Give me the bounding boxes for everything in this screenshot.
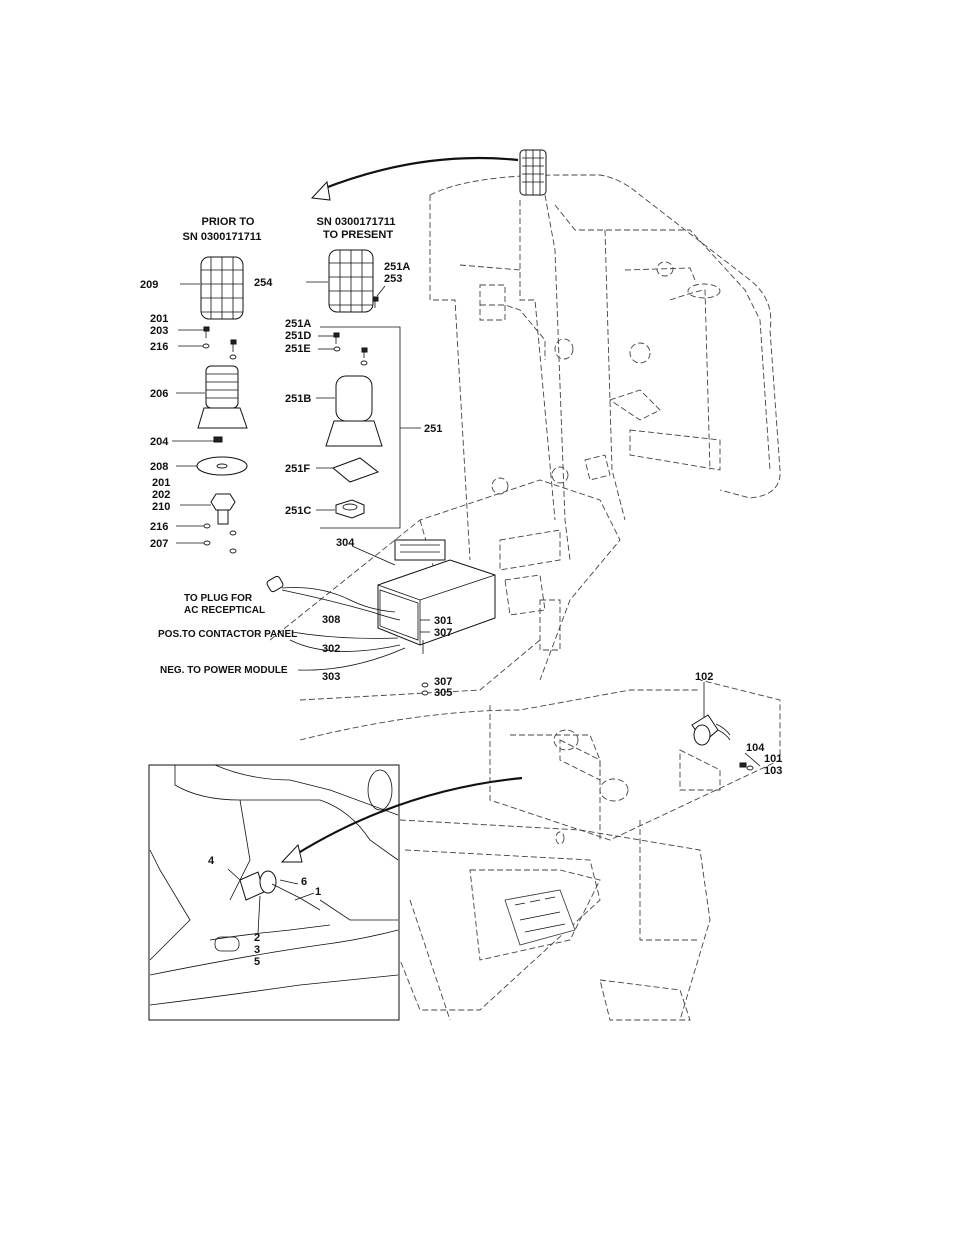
lower-chassis-module	[504, 889, 576, 946]
callout-201-b: 201	[152, 477, 170, 489]
part-251-bracket	[320, 326, 421, 529]
callout-203: 203	[150, 325, 168, 337]
callout-254: 254	[254, 277, 273, 289]
part-210-adapter	[180, 493, 236, 525]
part-304-control-box	[351, 539, 496, 646]
callout-102: 102	[695, 671, 713, 683]
note-pos-contactor: POS.TO CONTACTOR PANEL	[158, 629, 297, 640]
part-307-305-hardware	[421, 682, 429, 696]
note-plug-line2: AC RECEPTICAL	[184, 605, 265, 616]
callout-304: 304	[336, 537, 355, 549]
part-251B-beacon	[316, 375, 383, 447]
callout-3: 3	[254, 944, 260, 956]
callout-307-b: 307	[434, 676, 452, 688]
callout-216-b: 216	[150, 521, 168, 533]
callout-301: 301	[434, 615, 452, 627]
wiring-harness	[266, 575, 430, 671]
callout-207: 207	[150, 538, 168, 550]
callout-104: 104	[746, 742, 765, 754]
callout-251E: 251E	[285, 343, 311, 355]
reference-arrow-top	[310, 156, 519, 201]
callout-6: 6	[301, 876, 307, 888]
part-254-wire-guard	[306, 249, 386, 313]
prior-to-header: PRIOR TO SN 0300171711	[183, 216, 262, 243]
prior-header-line1: PRIOR TO	[202, 216, 255, 228]
callout-302: 302	[322, 643, 340, 655]
callout-101: 101	[764, 753, 782, 765]
callout-216: 216	[150, 341, 168, 353]
callout-251B: 251B	[285, 393, 311, 405]
callout-204: 204	[150, 436, 169, 448]
beacon-on-mast	[519, 149, 547, 196]
callout-5: 5	[254, 956, 260, 968]
callout-253: 253	[384, 273, 402, 285]
callout-251: 251	[424, 423, 442, 435]
callout-251A-b: 251A	[285, 318, 311, 330]
callout-1: 1	[315, 886, 321, 898]
part-204-bolt	[172, 436, 223, 443]
present-header-line2: TO PRESENT	[323, 229, 393, 241]
part-251C-nut	[316, 499, 365, 519]
callout-251C: 251C	[285, 505, 311, 517]
part-102-switch	[691, 682, 761, 771]
callout-308: 308	[322, 614, 340, 626]
callout-2: 2	[254, 932, 260, 944]
callout-208: 208	[150, 461, 168, 473]
part-206-beacon	[176, 365, 248, 429]
callout-202: 202	[152, 489, 170, 501]
present-header: SN 0300171711 TO PRESENT	[317, 216, 396, 241]
note-neg-power-module: NEG. TO POWER MODULE	[160, 665, 288, 676]
part-208-mounting-plate	[176, 456, 248, 476]
present-header-line1: SN 0300171711	[317, 216, 396, 228]
callout-251F: 251F	[285, 463, 310, 475]
inset-detail-view	[148, 764, 523, 1021]
callout-210: 210	[152, 501, 170, 513]
prior-header-line2: SN 0300171711	[183, 231, 262, 243]
callout-201: 201	[150, 313, 168, 325]
callout-251A: 251A	[384, 261, 410, 273]
callout-303: 303	[322, 671, 340, 683]
callout-307: 307	[434, 627, 452, 639]
callout-206: 206	[150, 388, 168, 400]
part-251D-251E-screws	[318, 332, 368, 366]
callout-209: 209	[140, 279, 158, 291]
callout-103: 103	[764, 765, 782, 777]
part-209-wire-guard	[180, 256, 244, 320]
callout-251D: 251D	[285, 330, 311, 342]
part-251F-gasket	[316, 457, 380, 483]
callout-4: 4	[208, 855, 215, 867]
callout-305: 305	[434, 687, 452, 699]
part-216-207-washers	[176, 523, 237, 554]
note-plug-line1: TO PLUG FOR	[184, 593, 253, 604]
part-203-screws	[178, 326, 237, 360]
